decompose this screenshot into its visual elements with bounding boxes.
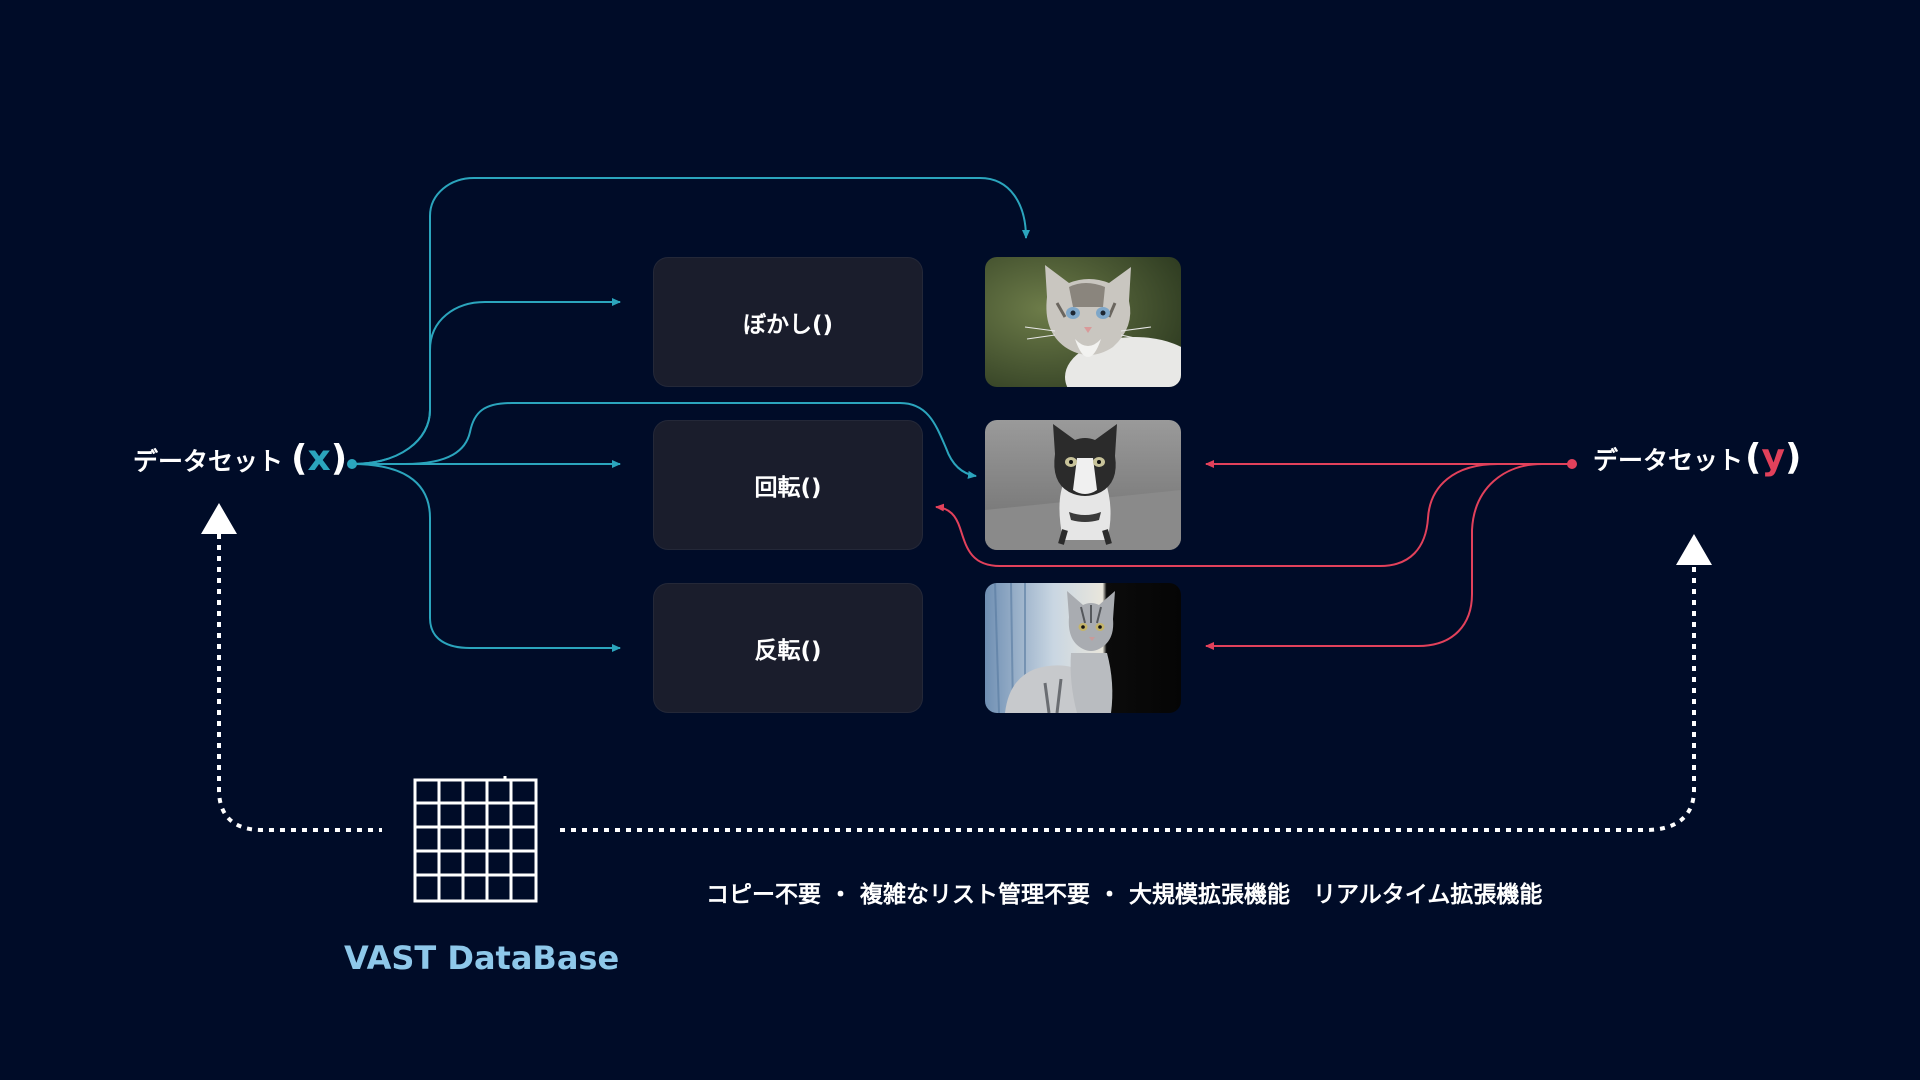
input-paren-close: ) bbox=[330, 438, 348, 479]
flow-to-blur bbox=[351, 298, 621, 465]
loop-arrowhead-right bbox=[1676, 534, 1712, 565]
output-dataset-label: データセット ( y ) bbox=[1593, 437, 1801, 478]
database-label: VAST DataBase bbox=[344, 939, 620, 977]
table-grid-icon bbox=[413, 776, 538, 903]
flow-y-to-image-bottom bbox=[1205, 463, 1572, 650]
rotate-operation-box: 回転() bbox=[654, 421, 922, 549]
output-paren-close: ) bbox=[1784, 437, 1802, 478]
input-dataset-label: データセット ( x ) bbox=[133, 438, 347, 479]
flip-operation-box: 反転() bbox=[654, 584, 922, 712]
loop-arrowhead-left bbox=[201, 503, 237, 534]
cat-image-silver-tabby bbox=[985, 583, 1181, 713]
output-dataset-text: データセット bbox=[1593, 446, 1744, 475]
flow-to-image-middle bbox=[404, 402, 977, 479]
cat-image-grayscale bbox=[985, 420, 1181, 550]
output-paren-open: ( bbox=[1745, 437, 1762, 478]
flow-to-flip bbox=[351, 463, 621, 652]
input-variable-x: x bbox=[307, 438, 331, 479]
dotted-loop-path bbox=[217, 534, 1696, 832]
cat-image-blurred bbox=[985, 257, 1181, 387]
output-flow-lines bbox=[935, 459, 1577, 650]
output-variable-y: y bbox=[1761, 437, 1785, 478]
input-dataset-text: データセット bbox=[133, 447, 284, 476]
blur-operation-box: ぼかし() bbox=[654, 258, 922, 386]
input-paren-open: ( bbox=[291, 438, 308, 479]
features-caption: コピー不要 ・ 複雑なリスト管理不要 ・ 大規模拡張機能 リアルタイム拡張機能 bbox=[706, 882, 1543, 908]
flow-y-to-rotate bbox=[935, 463, 1572, 567]
flip-operation-label: 反転() bbox=[754, 638, 822, 664]
blur-operation-label: ぼかし() bbox=[742, 312, 834, 338]
rotate-operation-label: 回転() bbox=[754, 475, 822, 501]
input-flow-lines bbox=[347, 177, 1030, 652]
